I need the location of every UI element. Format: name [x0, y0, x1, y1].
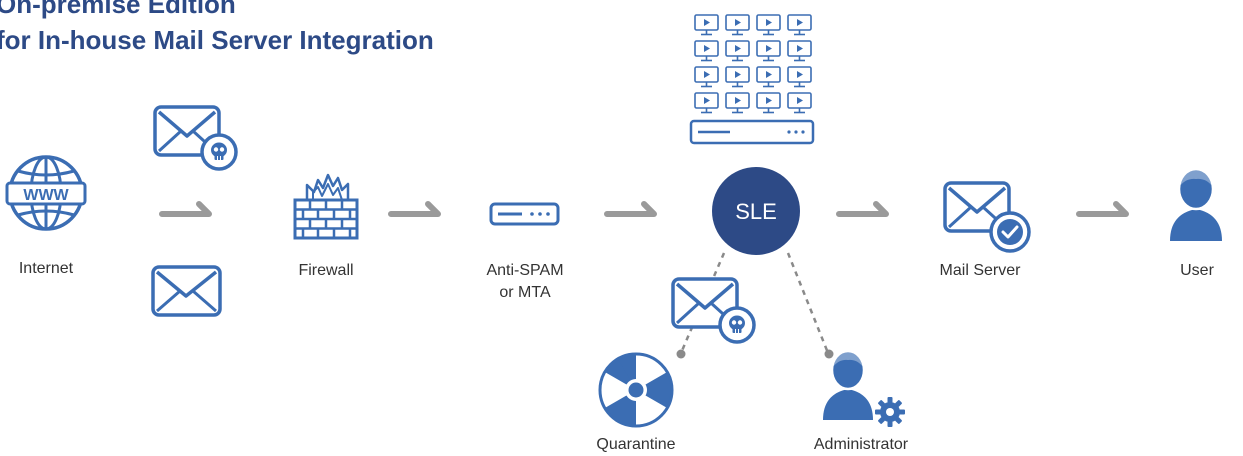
sle-node: SLE [712, 167, 800, 255]
antispam-label-line2: or MTA [499, 284, 551, 301]
connector-administrator [786, 252, 830, 354]
quarantined-envelope-icon [671, 277, 756, 344]
svg-text:WWW: WWW [23, 187, 69, 204]
antispam-label-line1: Anti-SPAM [486, 262, 564, 279]
appliance-icon [489, 202, 560, 226]
envelope-icon [151, 265, 222, 317]
title-line-1: On-premise Edition [0, 0, 236, 19]
globe-www-icon: WWW [5, 155, 87, 231]
firewall-icon [293, 173, 359, 240]
connector-dot [824, 349, 834, 359]
user-icon [1170, 167, 1222, 241]
malicious-envelope-icon [153, 105, 238, 171]
radiation-icon [598, 352, 674, 428]
arrow-3 [604, 201, 657, 217]
mail-server-icon [943, 181, 1031, 253]
title-line-2: for In-house Mail Server Integration [0, 25, 434, 55]
connector-dot [676, 349, 686, 359]
antispam-label: Anti-SPAM or MTA [474, 260, 576, 304]
flow-arrows [159, 201, 1129, 217]
arrow-4 [836, 201, 889, 217]
server-rack-icon [689, 14, 815, 145]
arrow-1 [159, 201, 212, 217]
user-label: User [1180, 262, 1214, 279]
mail-server-label: Mail Server [939, 262, 1021, 279]
gear-icon [875, 397, 905, 427]
administrator-label: Administrator [813, 436, 909, 453]
firewall-label: Firewall [298, 262, 354, 279]
sle-label: SLE [735, 199, 777, 224]
quarantine-label: Quarantine [596, 436, 676, 453]
diagram-title: On-premise Edition for In-house Mail Ser… [0, 0, 434, 58]
administrator-icon [823, 349, 905, 427]
internet-label: Internet [18, 260, 74, 277]
arrow-2 [388, 201, 441, 217]
arrow-5 [1076, 201, 1129, 217]
